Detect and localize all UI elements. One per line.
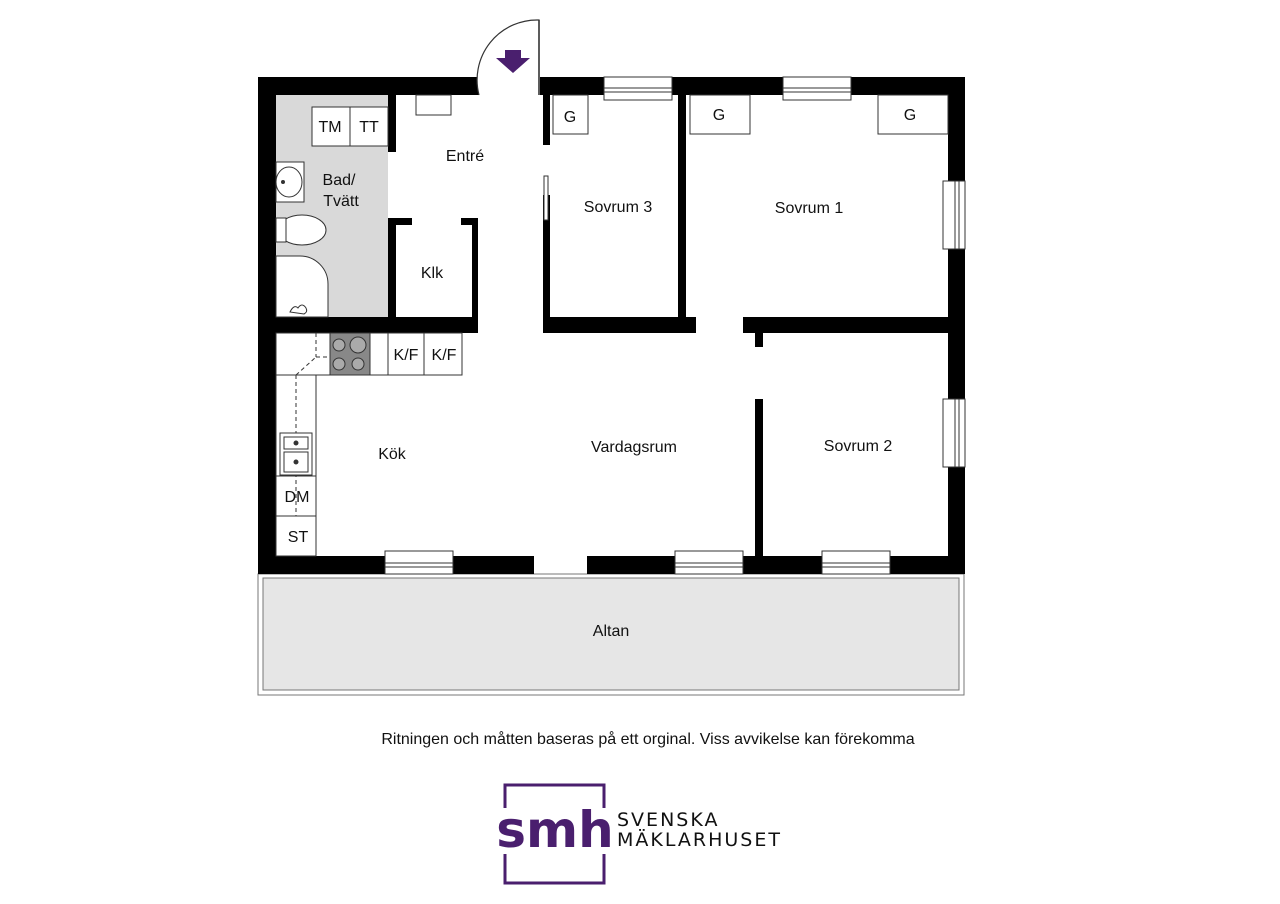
sov3-wall-left — [543, 195, 550, 320]
company-logo: smh SVENSKA MÄKLARHUSET — [494, 783, 782, 885]
sov3-door-leaf — [543, 175, 549, 221]
logo-mark: smh — [496, 801, 613, 859]
tt-label: TT — [359, 119, 379, 136]
klk-wall-right-stub — [461, 218, 478, 225]
room-kok: Kök — [378, 446, 407, 463]
bottom-wall-right — [587, 556, 965, 574]
g-sov1-right — [877, 94, 949, 135]
g-sov1-right-label: G — [904, 107, 916, 124]
bath-fixtures — [275, 106, 389, 318]
kf-label-1: K/F — [394, 347, 419, 364]
g-sov3-label: G — [564, 109, 576, 126]
window-sov2-right — [942, 398, 966, 468]
klk-wall-right — [472, 218, 478, 317]
wardrobes — [552, 94, 949, 135]
room-bad-line2: Tvätt — [323, 193, 359, 210]
kitchen-sink-icon — [279, 432, 313, 476]
room-entre: Entré — [446, 148, 484, 165]
room-vardagsrum: Vardagsrum — [591, 439, 677, 456]
room-klk: Klk — [421, 265, 444, 282]
tm-box — [311, 106, 351, 147]
sov2-wall-top — [755, 333, 763, 347]
sov3-bottom-wall — [543, 317, 696, 333]
sov3-wall-left-top — [543, 95, 550, 145]
g-sov1-left-label: G — [713, 107, 725, 124]
sov2-wall — [755, 399, 763, 556]
logo-line1: SVENSKA — [617, 809, 719, 831]
room-sovrum3: Sovrum 3 — [584, 199, 653, 216]
top-wall-left — [258, 77, 479, 95]
altan-floor — [262, 577, 960, 691]
sov3-sov1-wall — [678, 95, 686, 333]
windows — [384, 76, 966, 575]
kf-label-2: K/F — [432, 347, 457, 364]
bath-wall — [388, 95, 396, 152]
bath-sink-icon — [275, 166, 303, 198]
st-label: ST — [288, 529, 309, 546]
st-box — [275, 515, 317, 557]
bath-kitchen-wall — [258, 317, 478, 333]
stove-icon — [329, 332, 371, 376]
sov1-bottom-wall — [743, 317, 965, 333]
tm-label: TM — [318, 119, 341, 136]
g-sov3 — [552, 94, 589, 135]
klk-wall-left-stub — [388, 218, 412, 225]
kf-box-1 — [387, 332, 425, 376]
g-sov1-left — [689, 94, 751, 135]
shower-faucet-icon — [289, 304, 308, 315]
dm-label: DM — [285, 489, 310, 506]
tt-box — [349, 106, 389, 147]
entry-arrow-icon — [496, 50, 530, 73]
room-sovrum1: Sovrum 1 — [775, 200, 844, 217]
shower-icon — [275, 255, 329, 318]
room-altan: Altan — [593, 623, 629, 640]
window-sov1-right — [942, 180, 966, 250]
kf-box-2 — [423, 332, 463, 376]
logo-line2: MÄKLARHUSET — [617, 828, 782, 851]
disclaimer-text: Ritningen och måtten baseras på ett orgi… — [381, 731, 915, 748]
entre-shelf — [415, 94, 452, 116]
room-sovrum2: Sovrum 2 — [824, 438, 893, 455]
room-bad-line1: Bad/ — [323, 172, 356, 189]
klk-wall-left — [388, 218, 396, 317]
